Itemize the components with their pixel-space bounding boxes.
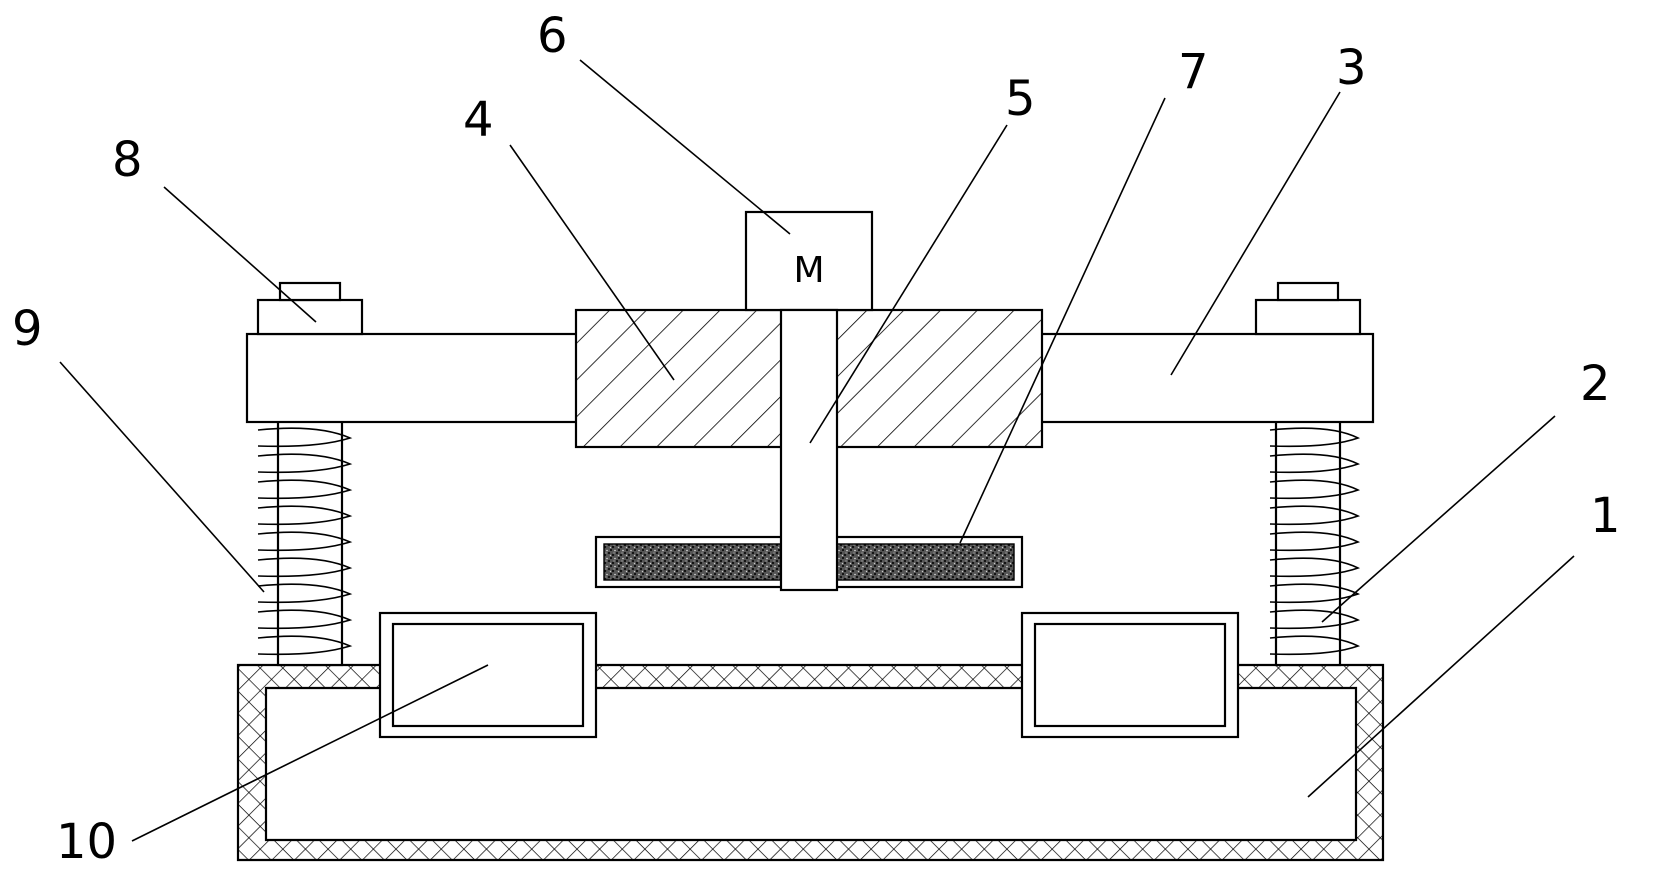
part-number: 10 [56,814,117,870]
left-block [378,611,598,739]
part-number: 1 [1590,488,1621,544]
right-nut [1254,281,1362,336]
part-number: 4 [463,92,494,148]
drive-shaft [779,308,839,592]
part-number: 6 [537,8,568,64]
part-number: 2 [1580,356,1611,412]
motor: M [744,210,874,312]
part-number: 7 [1178,44,1209,100]
leader-lines [59,59,1575,842]
part-number: 9 [12,301,43,357]
part-number: 3 [1336,40,1367,96]
left-nut [256,281,364,336]
right-guide-post [1274,418,1342,667]
part-number: 5 [1005,71,1036,127]
part-number: 8 [112,132,143,188]
base-housing [236,663,1385,862]
right-block [1020,611,1240,739]
part-numbers: 1 2 3 4 5 6 7 8 9 10 [12,8,1621,870]
right-spring [1269,427,1361,656]
motor-label: M [793,250,824,291]
left-spring [257,427,353,656]
